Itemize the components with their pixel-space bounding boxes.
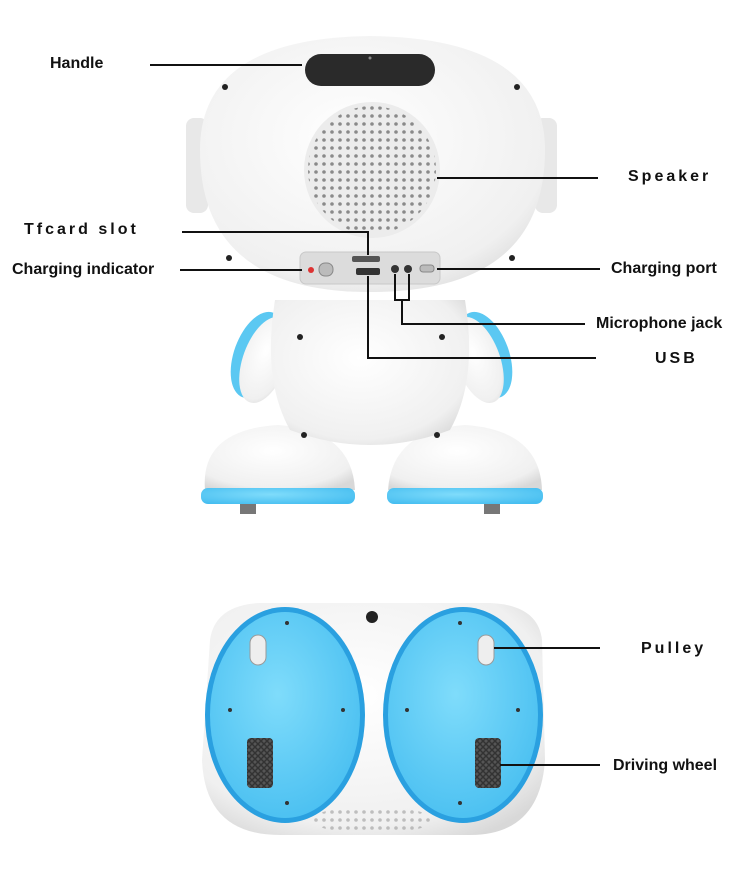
robot-back-view	[186, 36, 557, 514]
left-foot-base	[201, 488, 355, 504]
charging-indicator-light	[308, 267, 314, 273]
usb-port	[356, 268, 380, 275]
label-usb: USB	[655, 350, 698, 367]
right-base-plate	[388, 612, 538, 818]
left-base-plate	[210, 612, 360, 818]
label-microphone-jack: Microphone jack	[596, 315, 723, 332]
charging-port	[419, 264, 435, 273]
right-foot	[388, 425, 542, 490]
leader-lines	[150, 64, 600, 766]
robot-bottom-view	[202, 603, 545, 835]
label-handle: Handle	[50, 55, 104, 72]
right-foot-base	[387, 488, 543, 504]
label-charging-indicator: Charging indicator	[12, 261, 155, 278]
label-pulley: Pulley	[641, 640, 707, 657]
label-driving-wheel: Driving wheel	[613, 757, 718, 774]
label-speaker: Speaker	[628, 168, 712, 185]
handle-slot	[305, 54, 435, 86]
label-charging-port: Charging port	[611, 260, 717, 277]
body	[270, 300, 470, 445]
pulley	[477, 634, 495, 666]
left-foot	[204, 425, 355, 490]
label-tfcard-slot: Tfcard slot	[24, 221, 139, 238]
tfcard-slot	[352, 256, 380, 262]
driving-wheel	[475, 738, 501, 788]
